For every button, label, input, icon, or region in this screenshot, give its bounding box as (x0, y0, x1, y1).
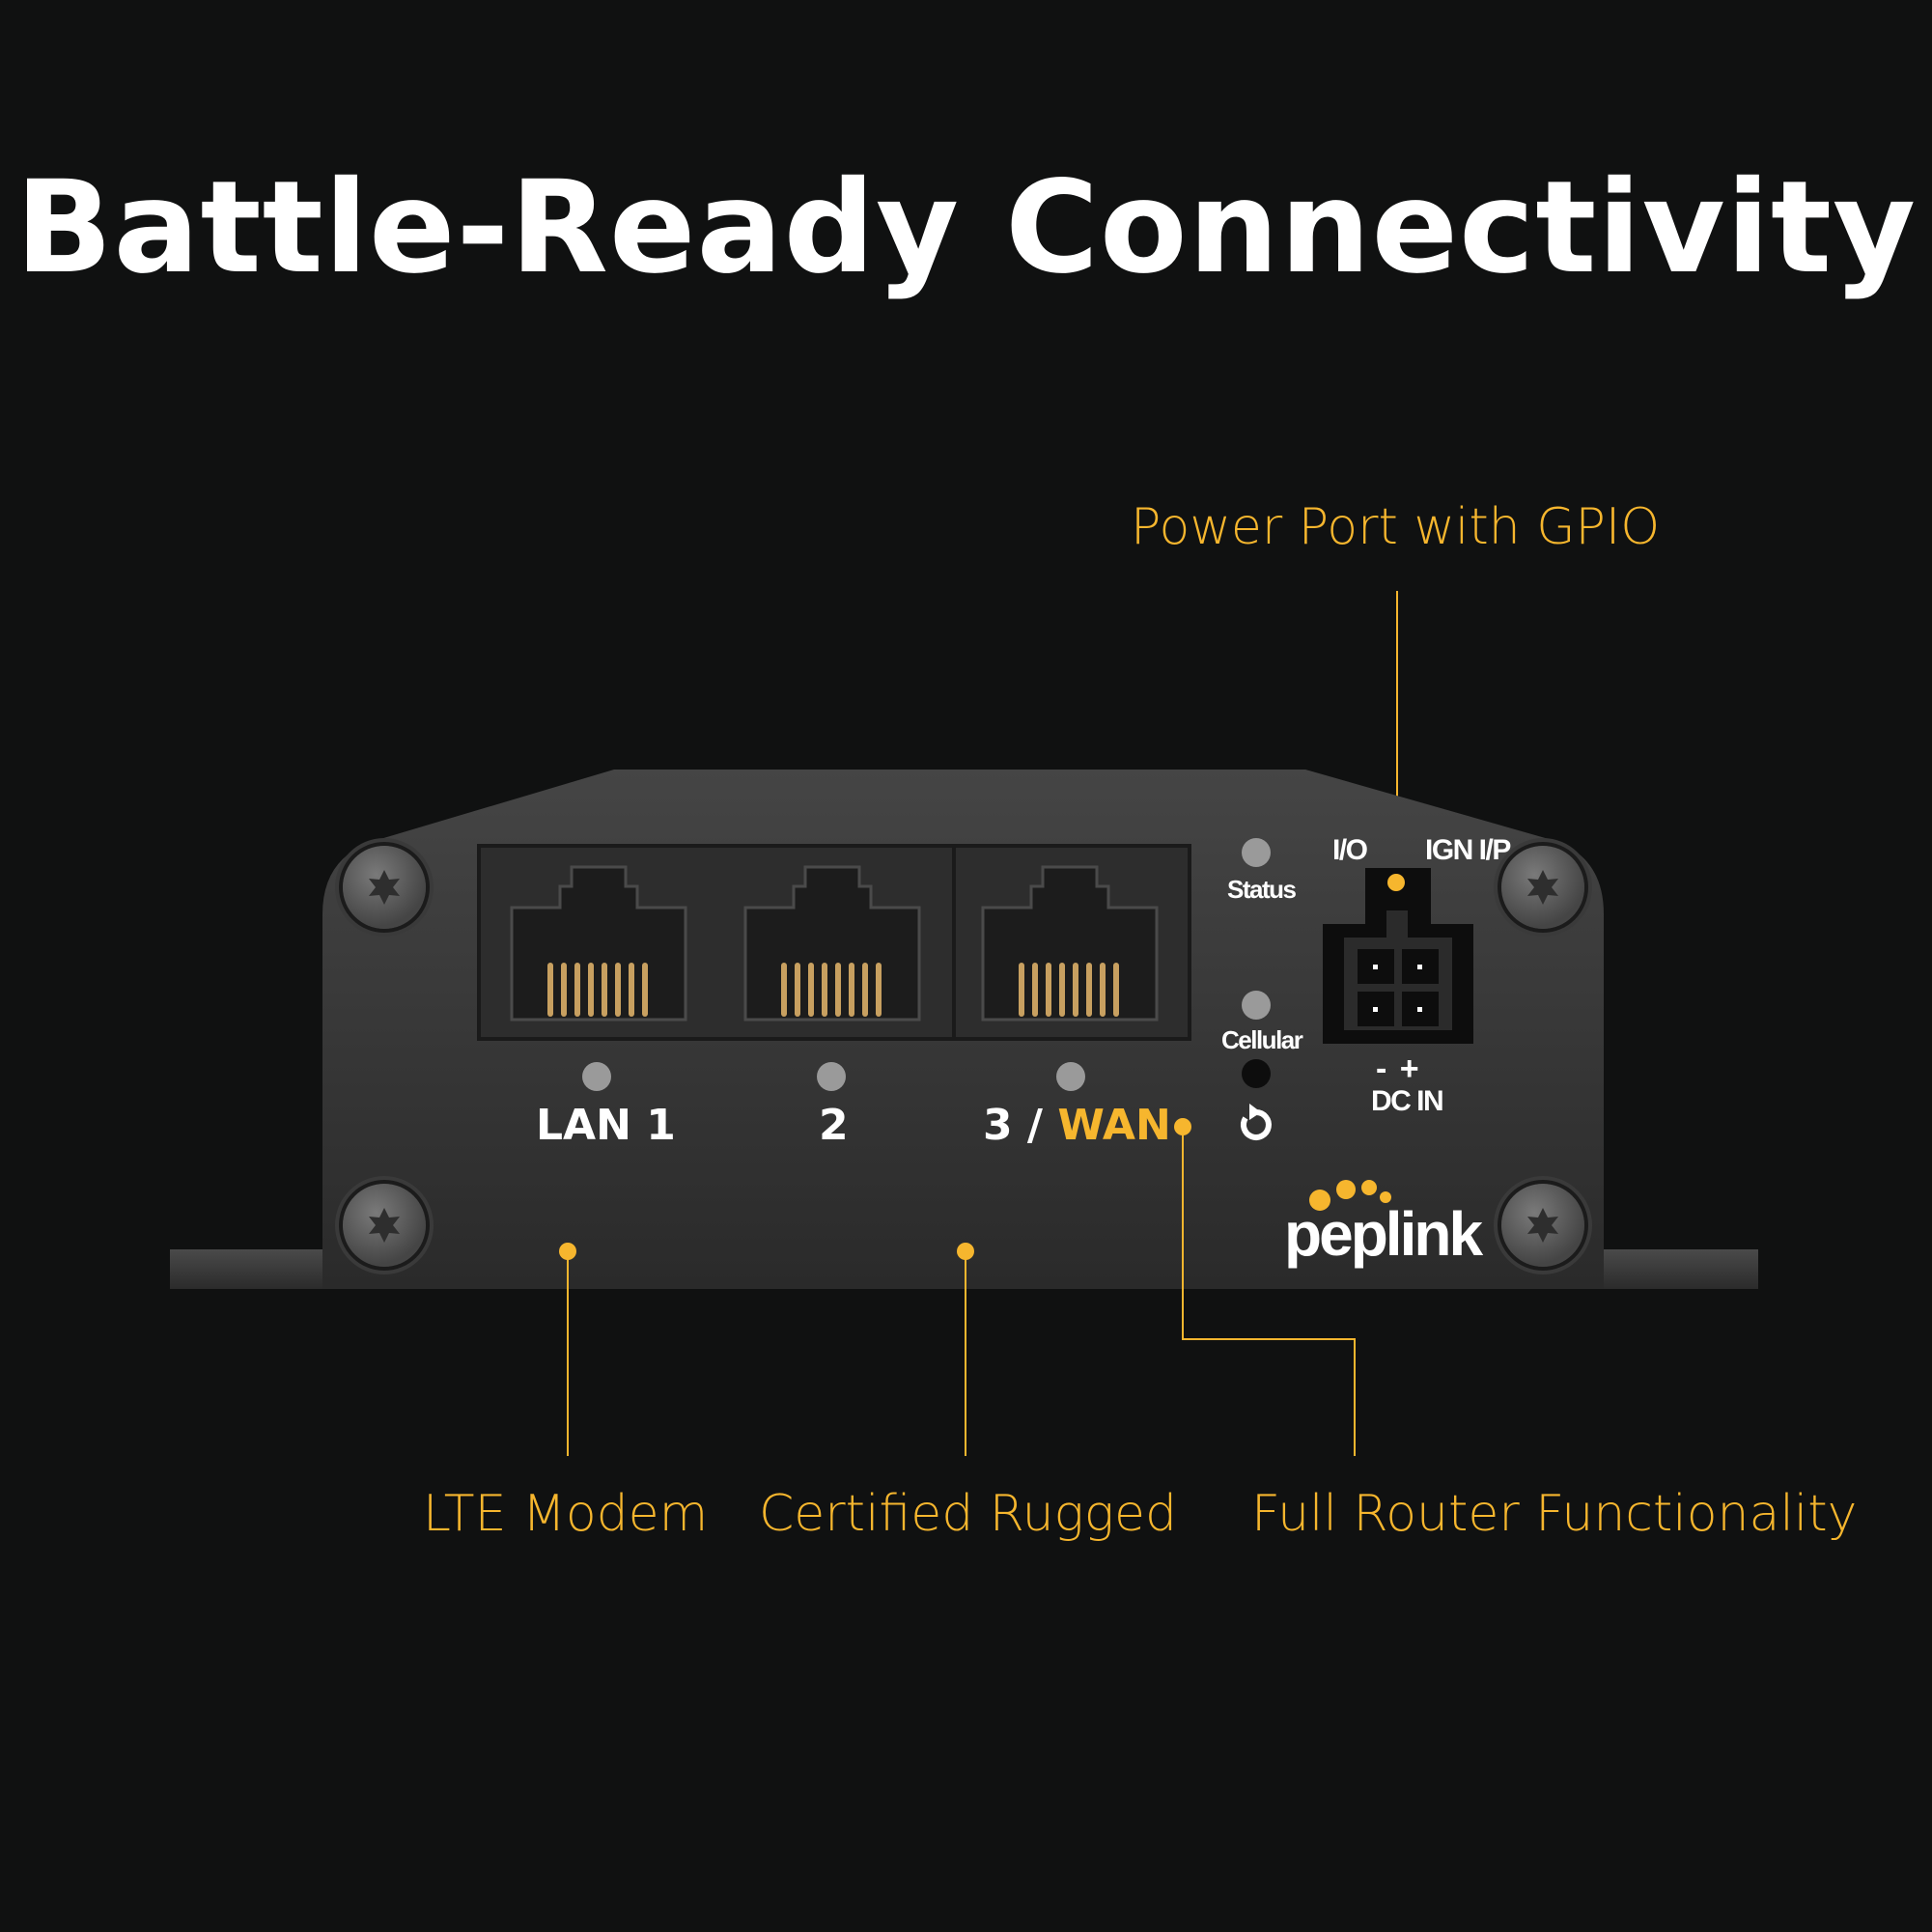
led-wan (1056, 1062, 1085, 1091)
callout-certified-rugged: Certified Rugged (759, 1485, 1177, 1543)
torx-icon (369, 1208, 400, 1243)
callout-line-lte (567, 1255, 569, 1456)
led-cellular (1242, 991, 1271, 1020)
torx-icon (369, 870, 400, 905)
led-lan2 (817, 1062, 846, 1091)
mount-bracket-left (170, 1249, 334, 1289)
torx-icon (1527, 1208, 1558, 1243)
ethernet-port-block (477, 844, 1191, 1041)
mount-bracket-right (1593, 1249, 1758, 1289)
label-status: Status (1227, 875, 1297, 904)
callout-line-router-b (1182, 1338, 1356, 1340)
screw-top-right (1501, 846, 1584, 929)
port-label-wan-accent: WAN (1057, 1101, 1171, 1150)
brand-logo-dots (1282, 1170, 1391, 1218)
callout-full-router: Full Router Functionality (1251, 1485, 1858, 1543)
callout-line-rugged (965, 1255, 966, 1456)
led-status (1242, 838, 1271, 867)
port-label-wan: 3 / WAN (983, 1105, 1171, 1147)
port-label-lan1: LAN 1 (536, 1101, 676, 1150)
brand-logo: peplink (1284, 1199, 1483, 1269)
label-ign: IGN I/P (1425, 834, 1511, 866)
headline: Battle-Ready Connectivity (14, 154, 1918, 302)
screw-top-left (343, 846, 426, 929)
callout-dot-router (1174, 1118, 1191, 1135)
label-dc-in: DC IN (1371, 1085, 1444, 1117)
port-label-lan2: 2 (819, 1101, 849, 1150)
reset-button[interactable] (1242, 1059, 1271, 1088)
callout-line-router-c (1354, 1338, 1356, 1456)
rj45-port-wan[interactable] (973, 859, 1166, 1029)
led-lan1 (582, 1062, 611, 1091)
screw-bottom-right (1501, 1184, 1584, 1267)
port-divider (952, 848, 956, 1037)
reset-icon (1241, 1104, 1272, 1140)
torx-icon (1527, 870, 1558, 905)
label-polarity: - + (1376, 1050, 1421, 1087)
label-cellular: Cellular (1221, 1025, 1303, 1054)
callout-dot-lte (559, 1243, 576, 1260)
screw-bottom-left (343, 1184, 426, 1267)
callout-dot-rugged (957, 1243, 974, 1260)
rj45-port-lan1[interactable] (502, 859, 695, 1029)
rj45-port-lan2[interactable] (736, 859, 929, 1029)
callout-lte-modem: LTE Modem (423, 1485, 709, 1543)
port-label-wan-prefix: 3 / (983, 1101, 1058, 1150)
callout-dot-power (1387, 874, 1405, 891)
callout-line-power (1396, 591, 1398, 882)
label-io: I/O (1332, 834, 1368, 866)
callout-line-router-a (1182, 1130, 1184, 1340)
callout-power-port: Power Port with GPIO (1131, 498, 1661, 556)
power-connector[interactable] (1323, 868, 1473, 1044)
